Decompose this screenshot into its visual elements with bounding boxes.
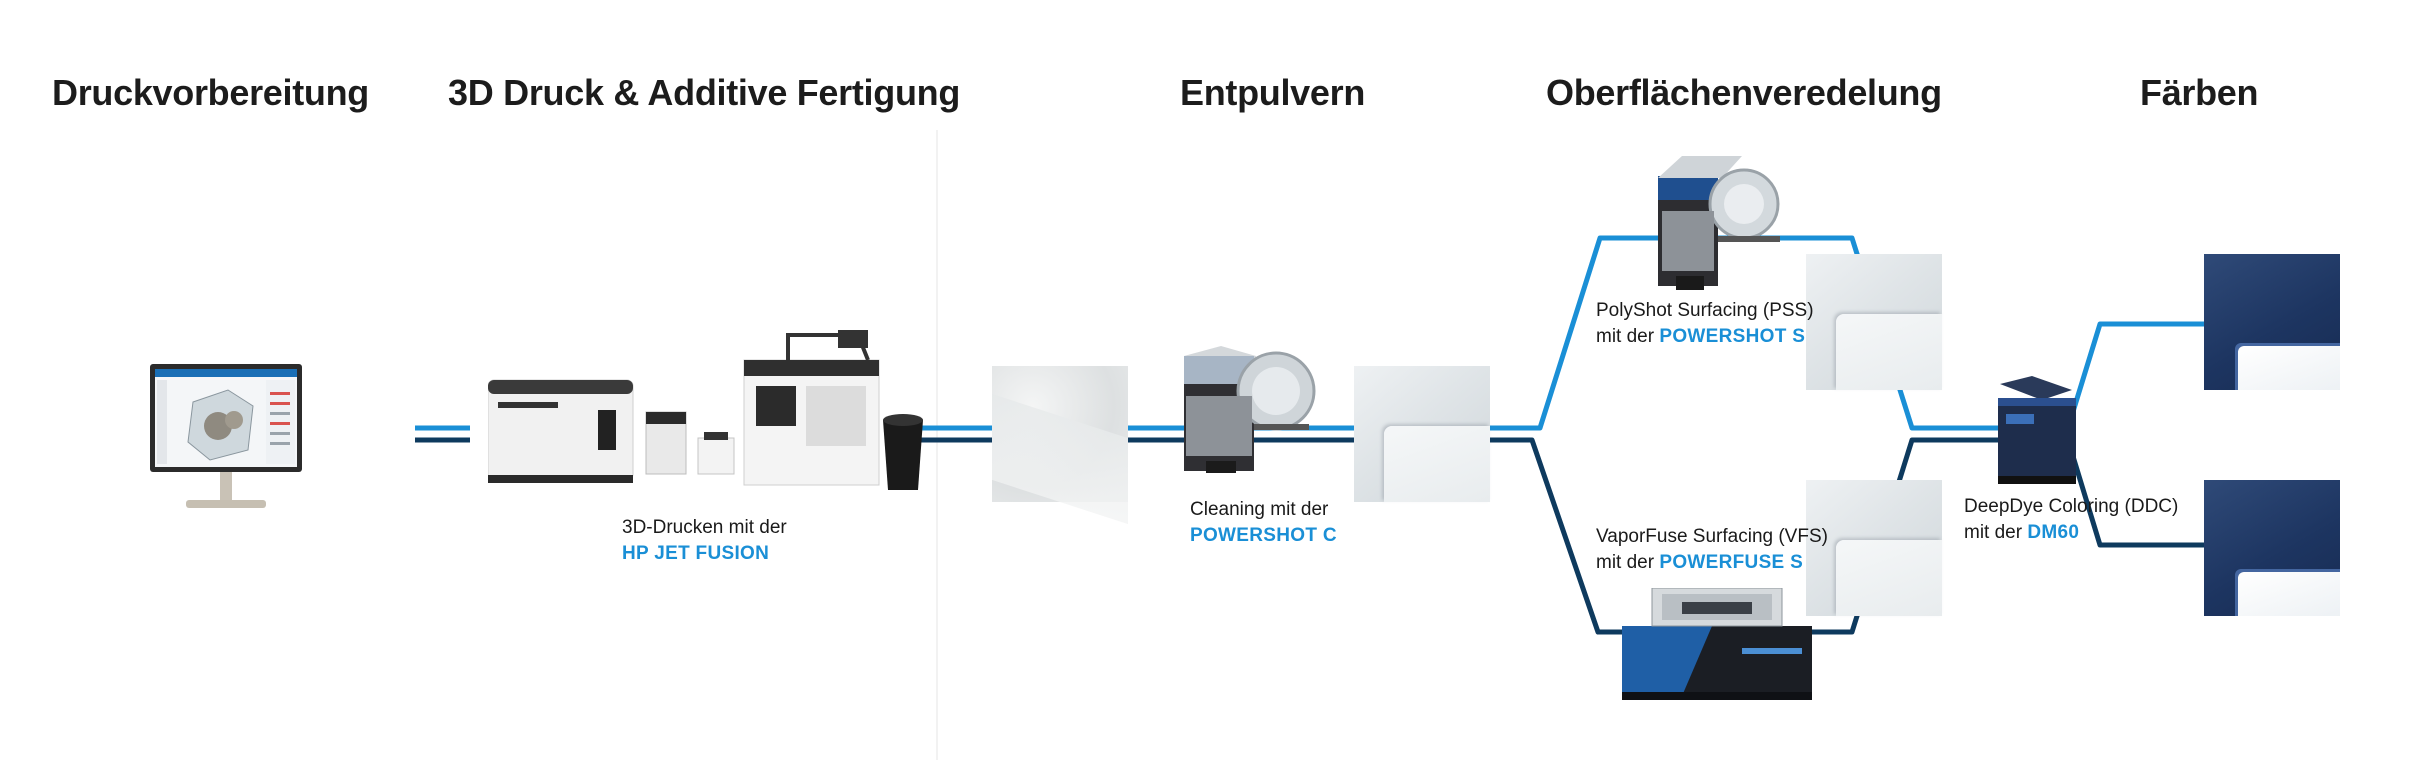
polyshot-machine-icon bbox=[1658, 156, 1780, 290]
caption-cleaning: Cleaning mit der POWERSHOT C bbox=[1190, 497, 1337, 549]
swatch-dyed-part-lower bbox=[2204, 480, 2340, 616]
divider-line bbox=[936, 130, 938, 760]
caption-printing-product: HP JET FUSION bbox=[622, 543, 770, 564]
caption-polyshot-line1: PolyShot Surfacing (PSS) bbox=[1596, 300, 1814, 321]
caption-polyshot-prefix: mit der bbox=[1596, 326, 1660, 347]
vaporfuse-machine-icon bbox=[1622, 588, 1812, 700]
swatch-powder-part bbox=[992, 366, 1128, 502]
swatch-polyshot-part bbox=[1806, 254, 1942, 390]
caption-cleaning-line1: Cleaning mit der bbox=[1190, 499, 1329, 520]
caption-deepdye-prefix: mit der bbox=[1964, 522, 2028, 543]
caption-vaporfuse: VaporFuse Surfacing (VFS) mit der POWERF… bbox=[1596, 524, 1828, 576]
dye-machine-icon bbox=[1998, 376, 2076, 484]
caption-polyshot-product: POWERSHOT S bbox=[1659, 326, 1806, 347]
caption-deepdye-product: DM60 bbox=[2027, 522, 2080, 543]
stage-title-druckvorbereitung: Druckvorbereitung bbox=[52, 72, 369, 113]
swatch-cleaned-part bbox=[1354, 366, 1490, 502]
caption-deepdye: DeepDye Coloring (DDC) mit der DM60 bbox=[1964, 494, 2178, 546]
caption-deepdye-line1: DeepDye Coloring (DDC) bbox=[1964, 496, 2179, 517]
stage-title-oberflaechenveredelung: Oberflächenveredelung bbox=[1546, 72, 1942, 113]
stage-title-entpulvern: Entpulvern bbox=[1180, 72, 1366, 113]
caption-polyshot: PolyShot Surfacing (PSS) mit der POWERSH… bbox=[1596, 298, 1814, 350]
caption-cleaning-product: POWERSHOT C bbox=[1190, 525, 1337, 546]
caption-printing-line1: 3D-Drucken mit der bbox=[622, 517, 787, 538]
swatch-vaporfuse-part bbox=[1806, 480, 1942, 616]
caption-vaporfuse-product: POWERFUSE S bbox=[1659, 552, 1804, 573]
stage-title-3d-druck: 3D Druck & Additive Fertigung bbox=[448, 72, 961, 113]
printer-icon bbox=[488, 330, 923, 490]
caption-printing: 3D-Drucken mit der HP JET FUSION bbox=[622, 515, 787, 567]
swatch-dyed-part-upper bbox=[2204, 254, 2340, 390]
stage-title-faerben: Färben bbox=[2140, 72, 2259, 113]
monitor-icon bbox=[150, 364, 302, 508]
caption-vaporfuse-line1: VaporFuse Surfacing (VFS) bbox=[1596, 526, 1828, 547]
caption-vaporfuse-prefix: mit der bbox=[1596, 552, 1660, 573]
cleaning-machine-icon bbox=[1184, 346, 1316, 473]
